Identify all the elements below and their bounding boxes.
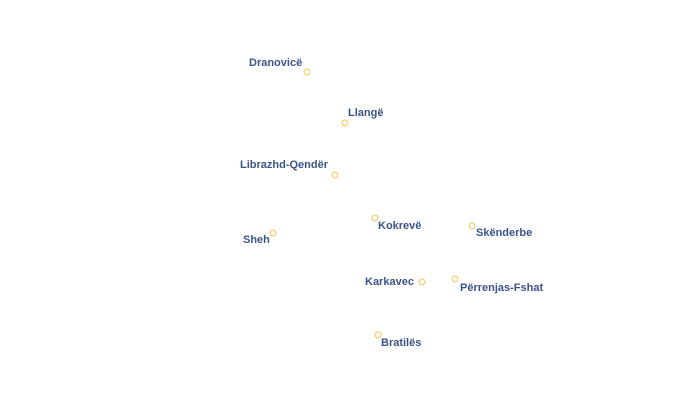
place-marker-skenderbe[interactable]: [468, 222, 476, 230]
place-marker-llange[interactable]: [341, 119, 349, 127]
place-label-llange: Llangë: [348, 107, 384, 119]
place-label-kokreve: Kokrevë: [378, 220, 422, 232]
place-marker-dranovice[interactable]: [303, 68, 311, 76]
place-marker-librazhd-qender[interactable]: [331, 171, 339, 179]
place-marker-sheh[interactable]: [269, 229, 277, 237]
place-label-dranovice: Dranovicë: [249, 57, 303, 69]
place-label-bratiles: Bratilës: [381, 337, 422, 349]
place-marker-perrenjas-fshat[interactable]: [451, 275, 459, 283]
place-label-librazhd-qender: Librazhd-Qendër: [240, 159, 329, 171]
place-label-karkavec: Karkavec: [365, 276, 414, 288]
place-label-skenderbe: Skënderbe: [476, 227, 533, 239]
place-marker-kokreve[interactable]: [371, 214, 379, 222]
place-label-perrenjas-fshat: Përrenjas-Fshat: [460, 282, 544, 294]
place-label-sheh: Sheh: [243, 234, 270, 246]
place-marker-bratiles[interactable]: [374, 331, 382, 339]
place-marker-karkavec[interactable]: [418, 278, 426, 286]
